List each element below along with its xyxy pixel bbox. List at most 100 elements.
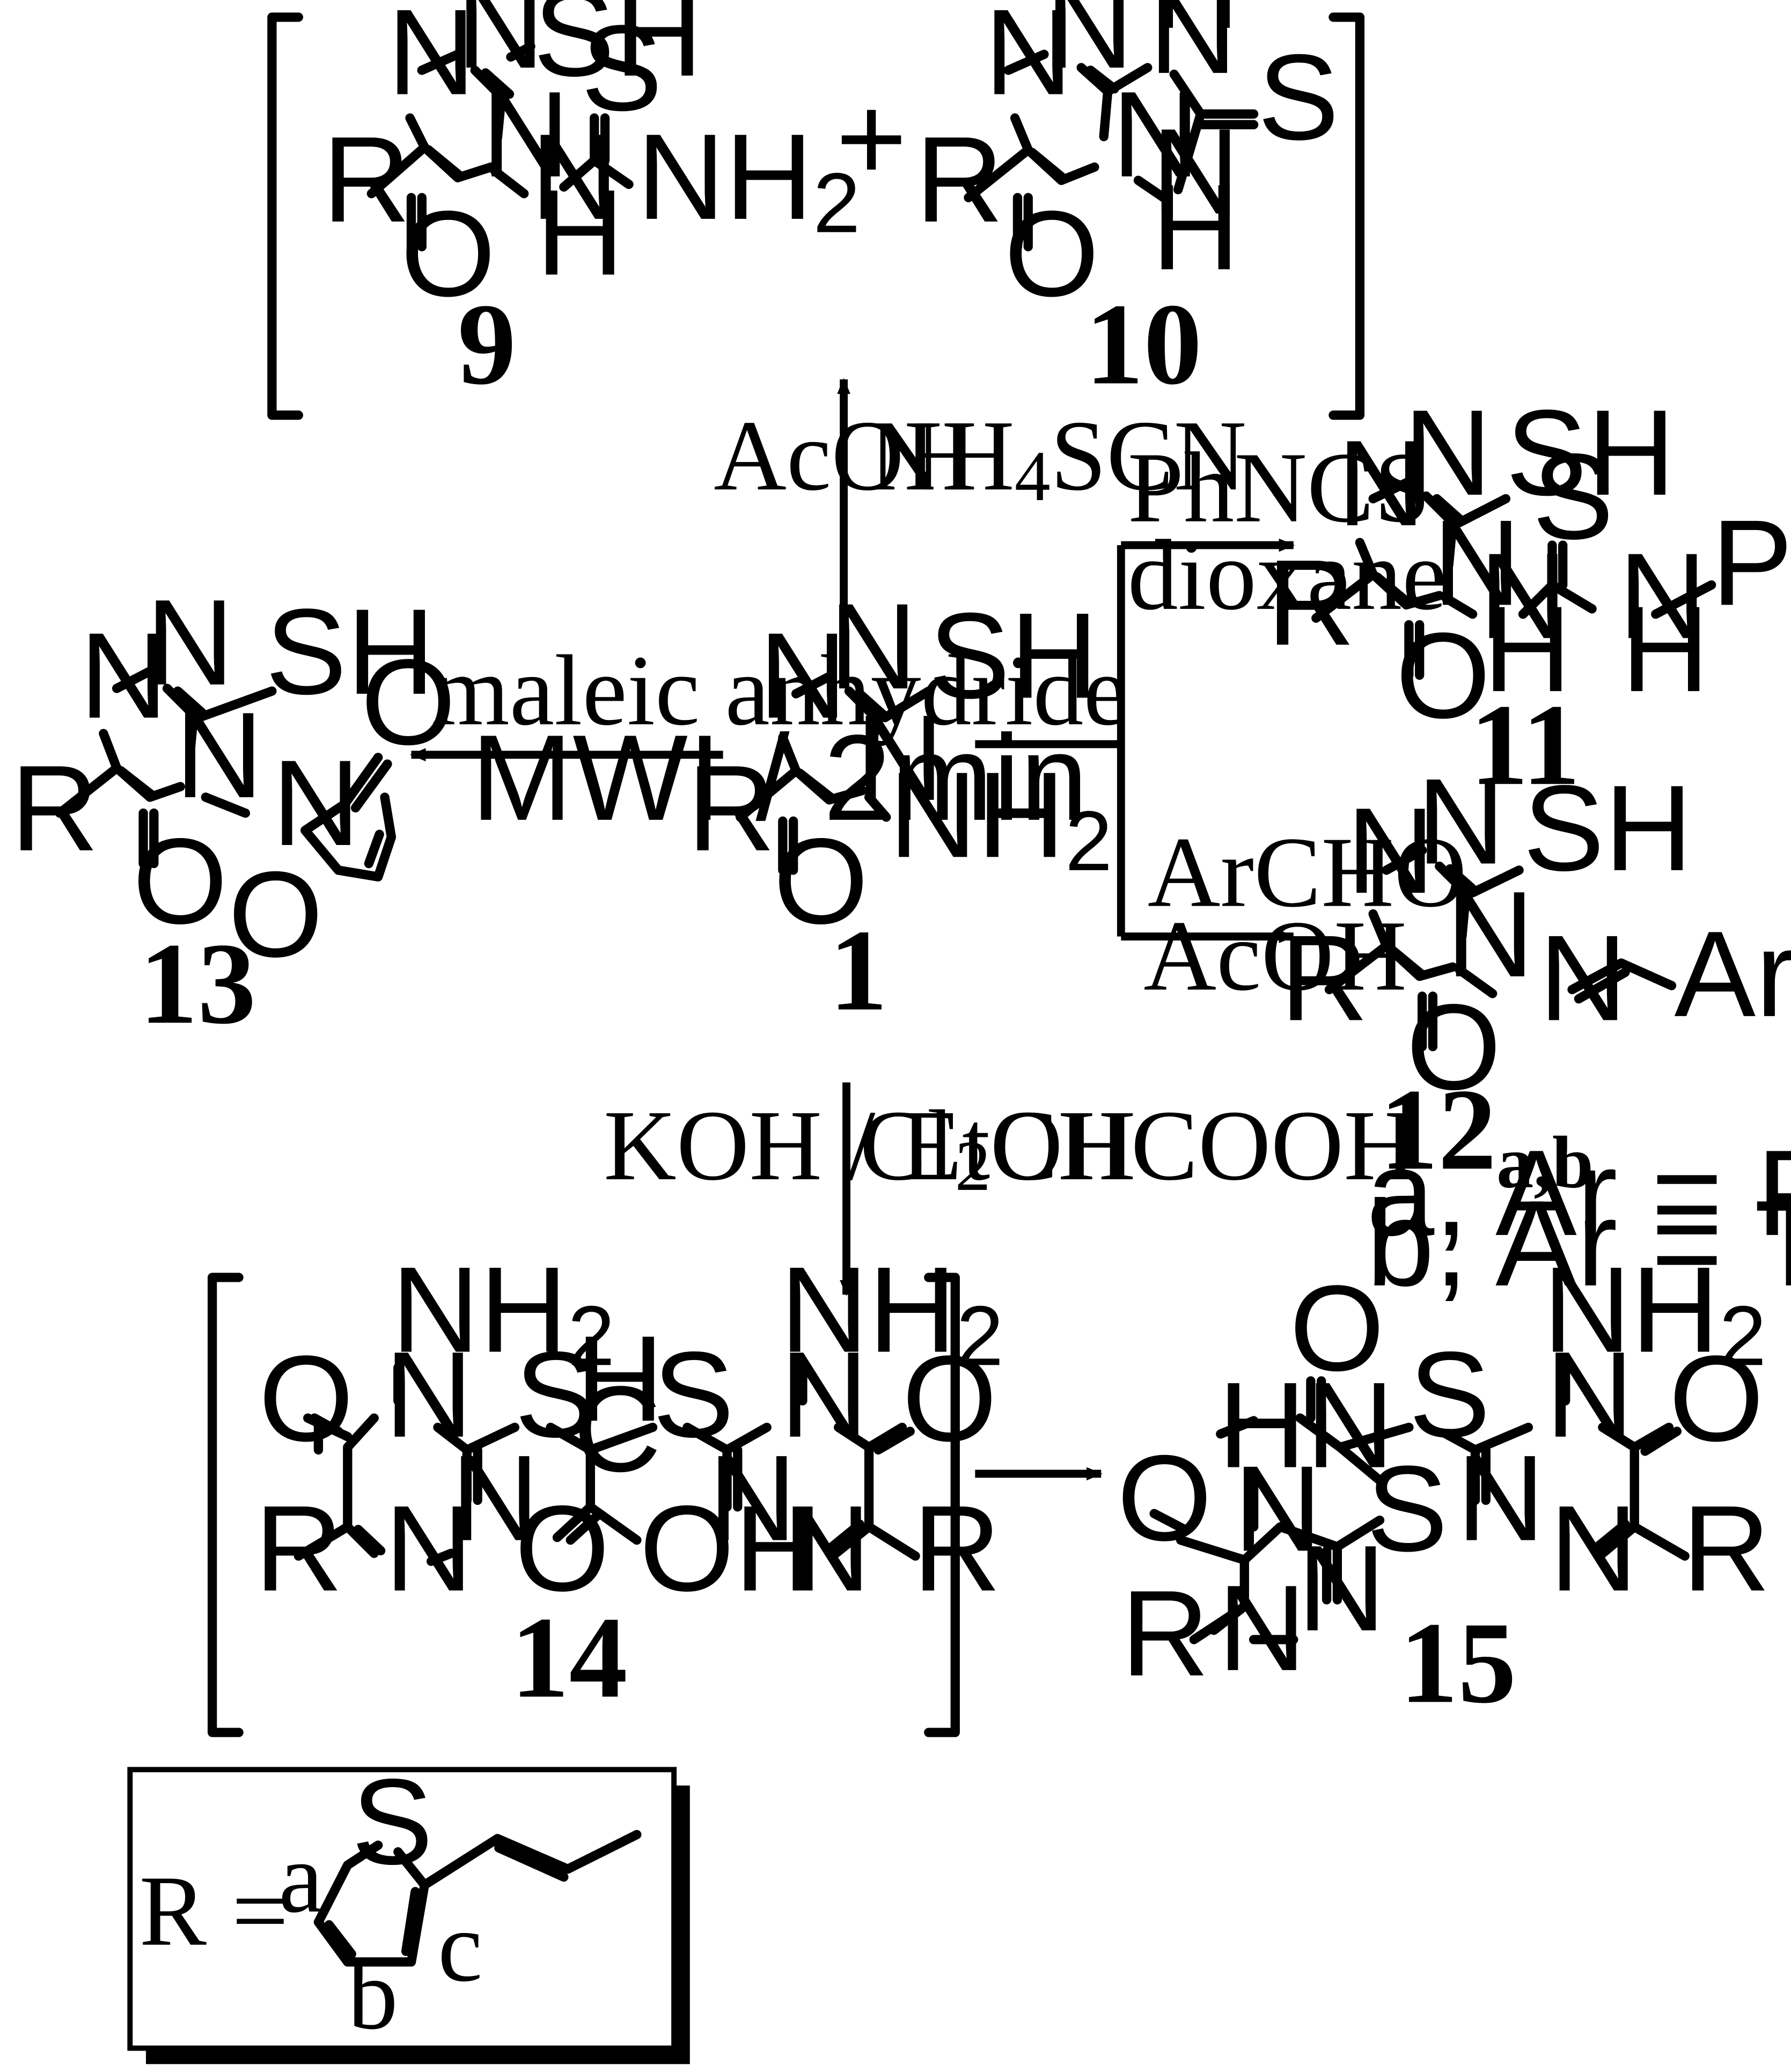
- atom-n: N: [759, 608, 847, 744]
- atom-n: N: [1149, 0, 1237, 99]
- atom-o: O: [1406, 979, 1501, 1115]
- atom-oh: OH: [640, 1481, 823, 1617]
- atom-n: N: [1045, 0, 1133, 94]
- atom-n: N: [1457, 1430, 1545, 1567]
- atom-o: O: [401, 186, 496, 322]
- atom-s: S: [581, 0, 663, 136]
- atom-n: N: [457, 0, 545, 94]
- compound-9: N N SH N R O N H S NH2: [322, 0, 861, 322]
- atom-r: R: [687, 740, 775, 877]
- atom-r: R: [1280, 910, 1368, 1046]
- atom-o: O: [259, 1331, 354, 1467]
- atom-h: H: [1621, 581, 1709, 717]
- atom-sh: SH: [1506, 385, 1675, 521]
- atom-n: N: [1297, 1520, 1385, 1657]
- compound-number: 14: [511, 1593, 628, 1722]
- position-label-b: b: [348, 1938, 398, 2050]
- atom-n: N: [387, 0, 475, 120]
- compound-15: O HN N S S O N N R NH2 N O N N R: [1117, 1241, 1771, 1701]
- atom-n: N: [1417, 754, 1505, 890]
- atom-n: N: [385, 1481, 473, 1617]
- atom-s: S: [1409, 1327, 1491, 1463]
- compound-11: N N SH N R O N H S N H Ph: [1267, 385, 1791, 744]
- atom-n: N: [175, 687, 263, 824]
- atom-n: N: [1404, 385, 1492, 521]
- atom-n: N: [783, 1481, 871, 1617]
- atom-s: S: [1367, 1441, 1448, 1577]
- atom-sh: SH: [1523, 760, 1693, 897]
- atom-r: R: [1121, 1566, 1209, 1702]
- atom-h: H: [1151, 159, 1239, 296]
- atom-o: O: [1004, 186, 1099, 322]
- atom-hn: HN: [1218, 1357, 1394, 1494]
- reagent-koh-etoh: KOH / EtOH: [604, 1090, 1136, 1201]
- atom-n: N: [1433, 495, 1521, 631]
- atom-r: R: [1682, 1481, 1770, 1617]
- reagent-cl2chcooh: Cl2CHCOOH: [860, 1090, 1416, 1206]
- atom-h: H: [576, 1311, 664, 1447]
- atom-s: S: [351, 1754, 433, 1890]
- reagent-acoh-2: AcOH: [1143, 900, 1407, 1011]
- atom-n: N: [1218, 1560, 1306, 1696]
- bracket-left: [267, 12, 303, 420]
- atom-n: N: [1619, 528, 1707, 664]
- atom-nh2: NH2: [780, 1241, 1004, 1383]
- atom-n: N: [708, 1430, 796, 1567]
- footnote-a: a, Ar = Ph: [1367, 1125, 1791, 1261]
- atom-n: N: [146, 575, 234, 711]
- compound-number: 12a,b: [1379, 1065, 1593, 1203]
- atom-sh: SH: [929, 587, 1098, 724]
- atom-n: N: [385, 1327, 473, 1463]
- compound-14: NH2 N O N N R S H C S O OH NH2 N O N N R: [207, 1241, 1004, 1737]
- reagent-mwi: MWI / 2min: [471, 710, 1088, 846]
- r-equals-label: R =: [140, 1855, 289, 1967]
- atom-o: O: [774, 813, 869, 950]
- footnote-b: b, Ar = Thinyl: [1367, 1175, 1791, 1312]
- atom-n: N: [1446, 866, 1534, 1003]
- compound-number: 10: [1085, 280, 1202, 409]
- reagent-maleic-anhydride: maleic anhydride: [431, 635, 1128, 746]
- atom-s: S: [1258, 30, 1339, 166]
- bracket-right: [1328, 12, 1365, 420]
- atom-r: R: [915, 112, 1003, 248]
- position-label-a: a: [278, 1822, 323, 1934]
- atom-r: R: [11, 740, 99, 877]
- atom-o: O: [1117, 1430, 1212, 1567]
- atom-o: O: [1669, 1331, 1764, 1467]
- atom-n: N: [79, 608, 167, 744]
- reagent-nh4scn: NH4SCN: [869, 400, 1247, 516]
- compound-10: N N N N H N H S R O: [915, 0, 1339, 322]
- compound-number: 1: [829, 906, 887, 1035]
- atom-nh2: NH2: [889, 747, 1113, 888]
- atom-s: S: [515, 1327, 596, 1463]
- atom-o: O: [228, 847, 323, 983]
- compound-12: N N SH N R O N Ar: [1280, 754, 1791, 1115]
- atom-n: N: [1337, 415, 1425, 552]
- atom-nh2: NH2: [1543, 1241, 1767, 1383]
- atom-c: C: [573, 1361, 661, 1497]
- reagent-acoh: AcOH: [714, 400, 977, 511]
- atom-n: N: [1151, 104, 1239, 240]
- atom-o: O: [515, 1481, 610, 1617]
- compound-number: 13: [140, 919, 256, 1048]
- reagent-phncs: PhNCS: [1128, 432, 1430, 543]
- atom-n: N: [482, 67, 570, 203]
- r-group-definition-box: R = S a b c: [127, 1754, 690, 2064]
- atom-h: H: [1151, 0, 1239, 54]
- atom-o: O: [133, 813, 227, 950]
- compound-1: N N SH N R O NH2: [687, 578, 1112, 950]
- atom-n: N: [1539, 910, 1627, 1046]
- atom-r: R: [322, 112, 410, 248]
- compound-number: 11: [1470, 680, 1581, 810]
- atom-n: N: [1479, 528, 1567, 664]
- atom-n: N: [985, 0, 1073, 120]
- position-label-c: c: [438, 1891, 482, 2002]
- atom-n: N: [1234, 1441, 1322, 1577]
- atom-h: H: [536, 165, 624, 301]
- atom-n: N: [780, 1327, 868, 1463]
- atom-s: S: [653, 1327, 735, 1463]
- atom-r: R: [255, 1481, 343, 1617]
- atom-n: N: [829, 578, 917, 715]
- atom-o: O: [1289, 1260, 1384, 1397]
